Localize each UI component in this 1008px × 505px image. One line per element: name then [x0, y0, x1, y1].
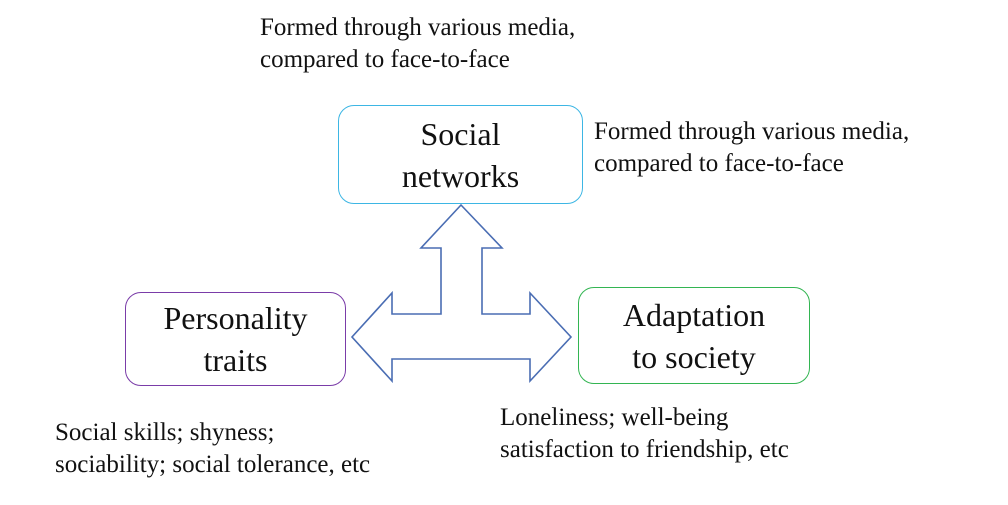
note-adaptation: Loneliness; well-being satisfaction to f… [500, 402, 789, 466]
note-line1: Formed through various media, [594, 118, 910, 145]
node-label-line1: Personality [163, 300, 308, 336]
node-label-line2: traits [203, 342, 268, 378]
note-line2: satisfaction to friendship, etc [500, 436, 789, 463]
note-line2: compared to face-to-face [594, 150, 844, 177]
node-label-line1: Adaptation [622, 296, 766, 333]
note-social-right: Formed through various media, compared t… [594, 116, 909, 180]
note-line2: sociability; social tolerance, etc [55, 451, 371, 478]
node-personality-traits: Personality traits [125, 292, 346, 386]
note-personality: Social skills; shyness; sociability; soc… [55, 417, 370, 481]
node-label-line2: networks [401, 157, 520, 194]
note-line1: Social skills; shyness; [55, 419, 275, 446]
node-label-line2: to society [632, 338, 756, 375]
three-way-arrow-shape [350, 203, 573, 384]
node-label-line1: Social [420, 115, 501, 152]
note-top-line1: Formed through various media, [260, 14, 576, 41]
note-top-line2: compared to face-to-face [260, 46, 510, 73]
note-top: Formed through various media, compared t… [260, 12, 575, 76]
note-line1: Loneliness; well-being [500, 404, 729, 431]
node-adaptation-to-society: Adaptation to society [578, 287, 810, 384]
node-social-networks: Social networks [338, 105, 583, 204]
